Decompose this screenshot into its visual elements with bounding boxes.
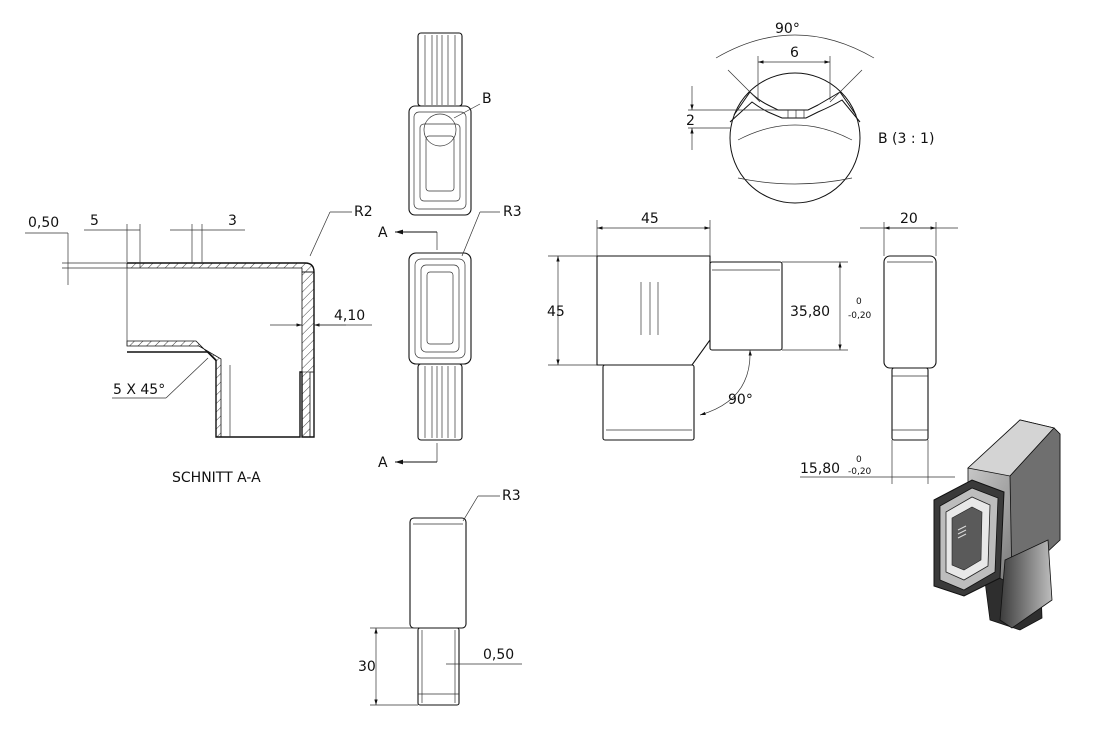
- dim-radius-r2: R2: [354, 204, 373, 220]
- detail-title: B (3 : 1): [878, 131, 934, 147]
- section-marker-a-bottom: A: [378, 455, 388, 471]
- section-view-a-a: 0,50 5 3 R2 4,10 5 X 45° SCHNITT A-A: [25, 204, 373, 486]
- detail-view-b: 90° 6 2 B (3 : 1): [686, 21, 934, 204]
- dim-side-width: 20: [900, 211, 918, 227]
- tol-upper-15-80: 0: [856, 455, 862, 465]
- tol-lower-15-80: -0,20: [848, 467, 872, 477]
- dim-plug-wall: 0,50: [483, 647, 514, 663]
- top-view: B: [408, 32, 492, 216]
- dim-detail-width: 6: [790, 45, 799, 61]
- dim-radius-r3-middle: R3: [503, 204, 522, 220]
- dim-plug-length: 30: [358, 659, 376, 675]
- detail-ref-b: B: [482, 91, 492, 107]
- middle-view: A A R3: [378, 204, 522, 471]
- section-title: SCHNITT A-A: [172, 470, 261, 486]
- dim-chamfer: 5 X 45°: [113, 382, 165, 398]
- dim-radius-r3-bottom: R3: [502, 488, 521, 504]
- dim-front-height: 45: [547, 304, 565, 320]
- bottom-view: R3 30 0,50: [358, 488, 522, 706]
- tol-lower-35-80: -0,20: [848, 311, 872, 321]
- dim-wall-050: 0,50: [28, 215, 59, 231]
- isometric-view: [933, 419, 1061, 631]
- dim-length-5: 5: [90, 213, 99, 229]
- side-view: 20 15,80 0 -0,20: [800, 211, 958, 484]
- front-view: 45 45 35,80 0 -0,20 90°: [547, 211, 872, 441]
- dim-bend-angle: 90°: [728, 392, 753, 408]
- dim-outer-35-80: 35,80: [790, 304, 830, 320]
- section-marker-a-top: A: [378, 225, 388, 241]
- dim-wall-410: 4,10: [334, 308, 365, 324]
- dim-length-3: 3: [228, 213, 237, 229]
- tol-upper-35-80: 0: [856, 297, 862, 307]
- dim-front-width: 45: [641, 211, 659, 227]
- dim-detail-depth: 2: [686, 113, 695, 129]
- dim-detail-angle: 90°: [775, 21, 800, 37]
- dim-outer-15-80: 15,80: [800, 461, 840, 477]
